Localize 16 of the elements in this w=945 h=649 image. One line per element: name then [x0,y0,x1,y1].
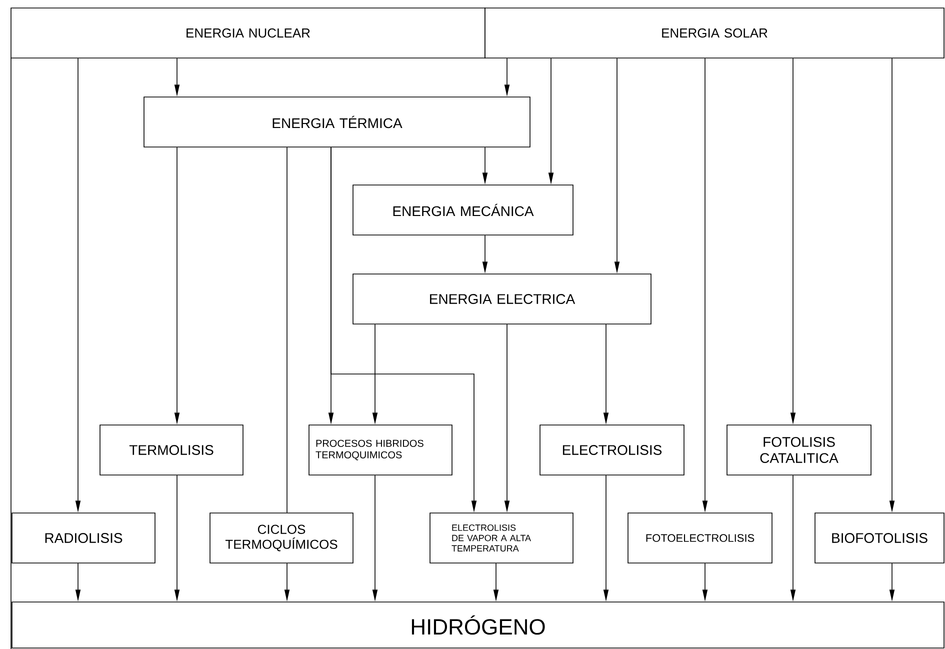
process-box: PROCESOS HIBRIDOS TERMOQUIMICOS [308,424,452,476]
connector-line [286,147,288,513]
process-box: CICLOS TERMOQUÍMICOS [210,512,354,564]
process-box: ENERGIA ELECTRICA [352,274,652,324]
process-box: FOTOLISIS CATALITICA [726,424,872,476]
process-box: BIOFOTOLISIS [814,512,944,564]
process-box: ENERGIA SOLAR [484,8,944,58]
process-box: ELECTROLISIS [540,424,684,476]
process-box: RADIOLISIS [12,512,156,564]
process-box: ELECTROLISIS DE VAPOR A ALTA TEMPERATURA [430,512,574,564]
process-box: FOTOELECTROLISIS [628,512,772,564]
process-box: ENERGIA TÉRMICA [144,96,530,148]
process-box: TERMOLISIS [100,424,244,476]
process-box: ENERGIA NUCLEAR [10,8,486,58]
process-box: HIDRÓGENO [12,602,944,648]
process-box: ENERGIA MECÁNICA [352,184,574,236]
